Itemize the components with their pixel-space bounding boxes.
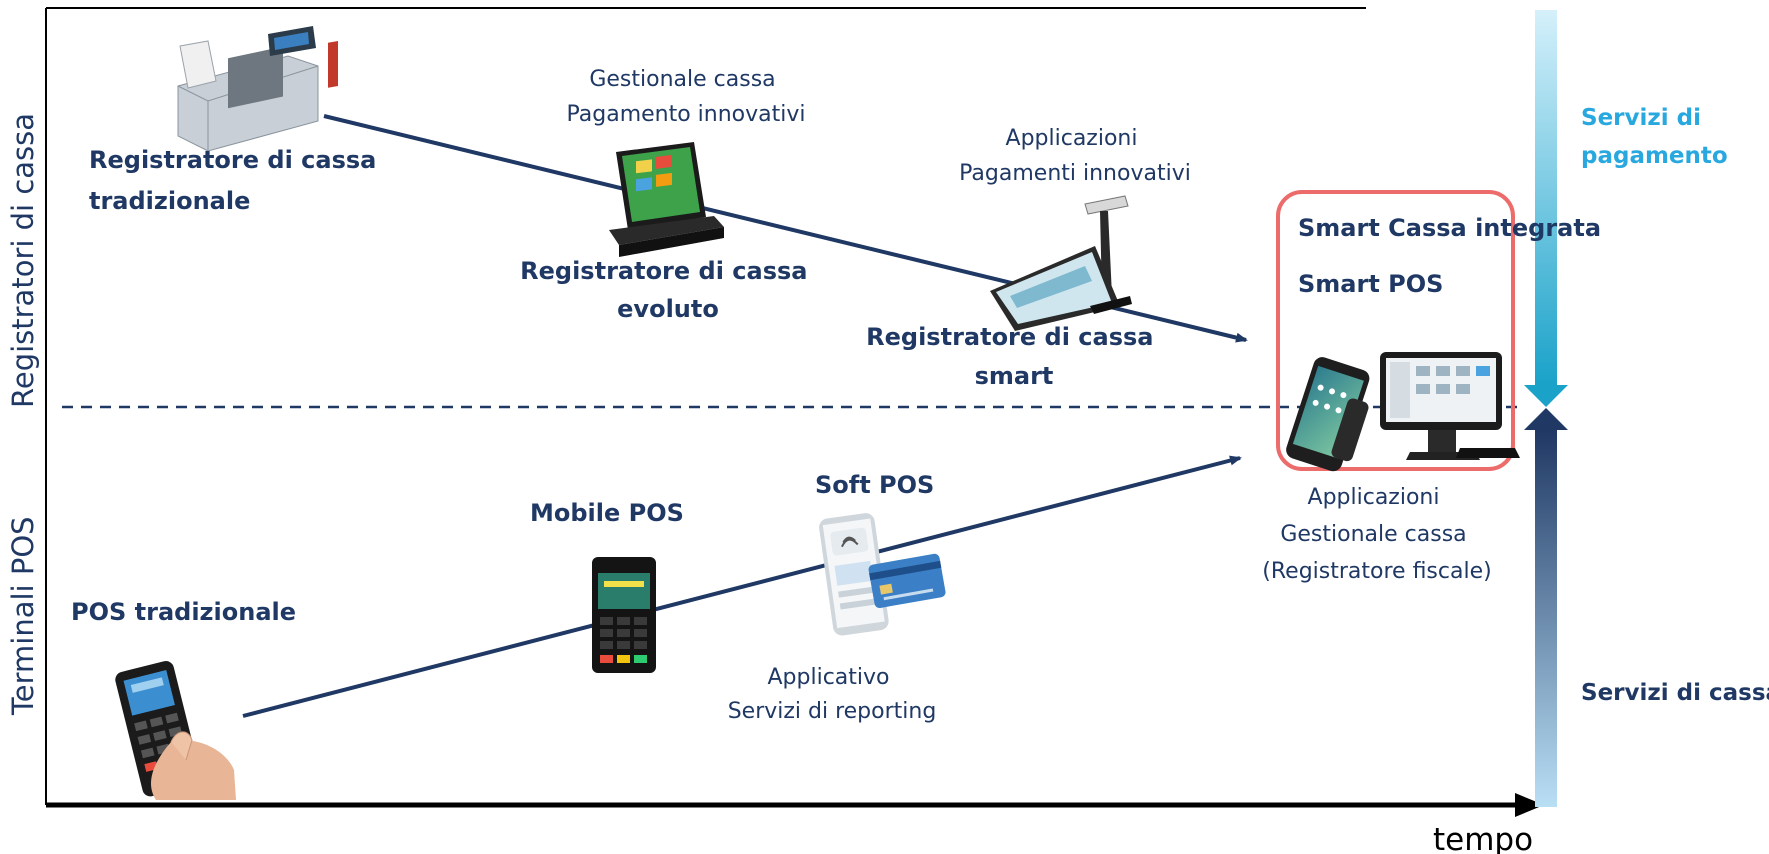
payment-services-label: Servizi di pagamento: [1581, 105, 1728, 169]
card-pos-terminal-icon: [115, 661, 236, 800]
mobile-pos-icon: [592, 557, 656, 673]
smart-pos-label: Smart POS: [1298, 270, 1443, 298]
traditional-pos-label: POS tradizionale: [71, 598, 296, 626]
x-axis-label: tempo: [1433, 822, 1533, 854]
time-axis: [46, 793, 1544, 817]
soft-pos-caption: Applicativo Servizi di reporting: [728, 665, 937, 724]
smart-register-caption: Applicazioni Pagamenti innovativi: [959, 126, 1191, 186]
integrated-highlight-box: [1276, 190, 1515, 471]
touch-pos-terminal-icon: [609, 142, 724, 257]
smart-cash-register-label: Registratore di cassa smart: [866, 323, 1162, 390]
payment-services-bar: [1524, 10, 1568, 407]
smart-cassa-integrata-label: Smart Cassa integrata: [1298, 214, 1601, 242]
y-axis-label-top: Registratori di cassa: [6, 113, 40, 408]
tablet-pos-icon: [990, 195, 1132, 331]
pos-trend-arrow: [242, 455, 1242, 718]
traditional-cash-register-label: Registratore di cassa tradizionale: [89, 146, 385, 215]
mobile-pos-label: Mobile POS: [530, 499, 684, 527]
evolved-cash-register-label: Registratore di cassa evoluto: [520, 257, 816, 323]
cash-register-icon: [177, 26, 338, 152]
smart-pos-devices-icon: [1286, 352, 1520, 472]
y-axis-label-bottom: Terminali POS: [6, 516, 40, 716]
cash-services-label: Servizi di cassa: [1581, 680, 1769, 706]
soft-pos-phone-icon: [819, 513, 946, 636]
integrated-caption: Applicazioni Gestionale cassa (Registrat…: [1262, 485, 1491, 584]
soft-pos-label: Soft POS: [815, 471, 934, 499]
cash-services-bar: [1524, 408, 1568, 807]
evolved-register-caption: Gestionale cassa Pagamento innovativi: [566, 67, 805, 127]
